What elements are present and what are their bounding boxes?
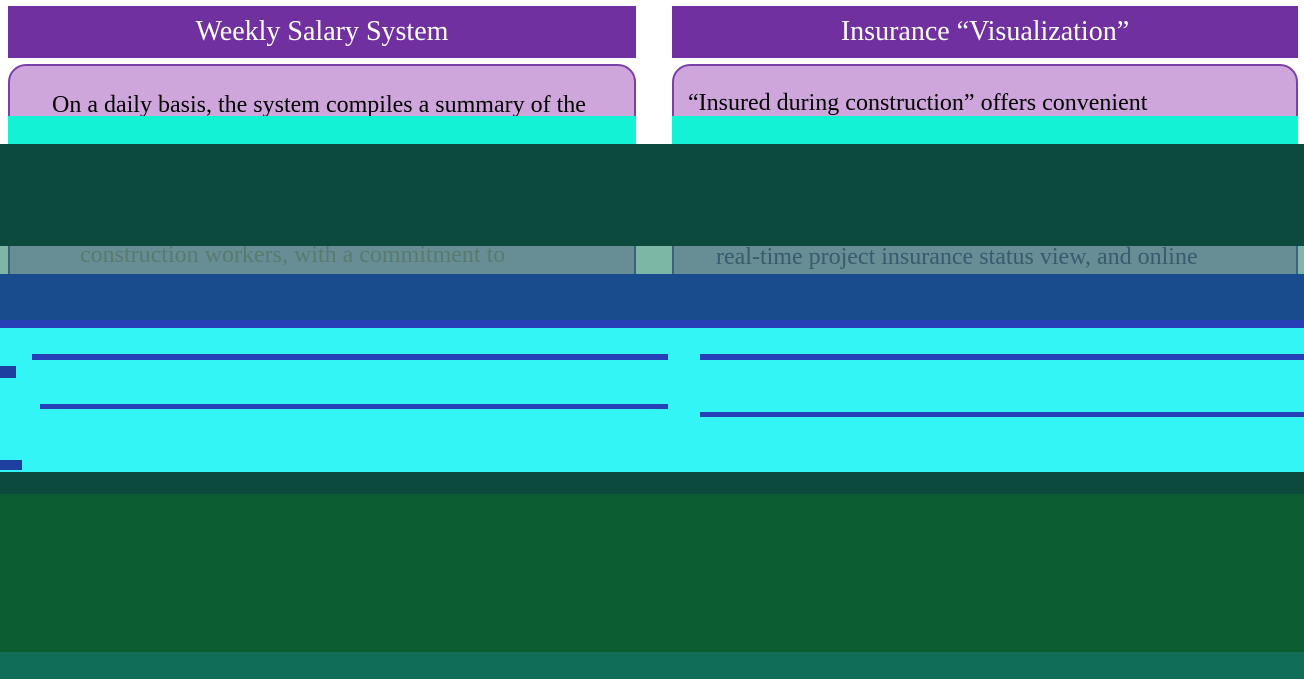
glitch-line xyxy=(0,320,1304,328)
glitch-region xyxy=(0,328,1304,472)
glitch-band xyxy=(0,460,22,470)
weekly-salary-header: Weekly Salary System xyxy=(8,6,636,58)
insurance-title: Insurance “Visualization” xyxy=(840,16,1130,47)
glitch-region xyxy=(0,472,1304,679)
insurance-text: “Insured during construction” offers con… xyxy=(688,88,1266,272)
weekly-salary-title: Weekly Salary System xyxy=(195,16,449,47)
weekly-salary-line-2: attendance and work status of each const… xyxy=(52,122,591,148)
insurance-panel: “Insured during construction” offers con… xyxy=(672,64,1298,326)
weekly-salary-text: On a daily basis, the system compiles a … xyxy=(52,90,604,300)
glitch-band xyxy=(0,366,16,378)
weekly-salary-line-3: construction workers, with a commitment … xyxy=(80,242,506,268)
glitch-line xyxy=(32,354,668,360)
glitch-line xyxy=(700,354,1304,360)
weekly-salary-panel: On a daily basis, the system compiles a … xyxy=(8,64,636,326)
weekly-salary-line-1: On a daily basis, the system compiles a … xyxy=(52,92,586,118)
insurance-line-1: “Insured during construction” offers con… xyxy=(688,90,1148,116)
glitch-band xyxy=(0,652,1304,679)
glitch-band xyxy=(0,472,1304,494)
weekly-salary-line-4: establishing more transparent, efficient… xyxy=(80,272,595,298)
insurance-header: Insurance “Visualization” xyxy=(672,6,1298,58)
glitch-line xyxy=(700,412,1304,417)
insurance-line-2: functions for labour accidental injury i… xyxy=(688,120,1144,146)
insurance-line-3: real-time project insurance status view,… xyxy=(716,244,1198,270)
glitch-line xyxy=(40,404,668,409)
